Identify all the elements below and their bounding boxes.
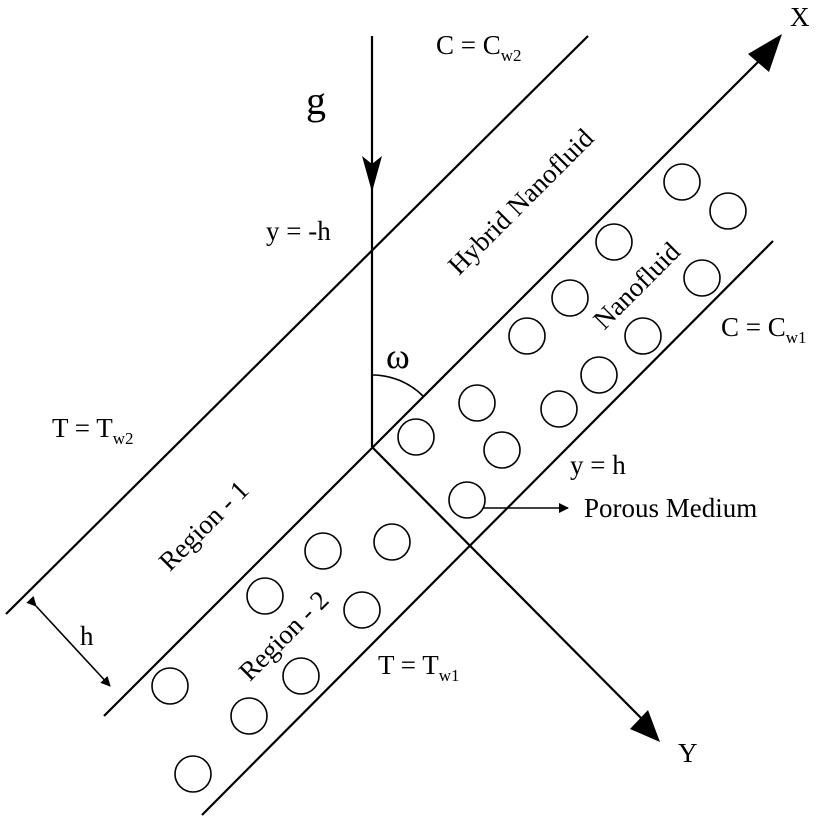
- particle: [540, 390, 578, 428]
- porous-medium-label: Porous Medium: [584, 493, 757, 523]
- top-wall: [5, 35, 589, 615]
- hybrid-nanofluid-label: Hybrid Nanofluid: [442, 123, 600, 281]
- angle-arc: [371, 374, 424, 397]
- particle: [483, 431, 521, 469]
- particle: [508, 317, 546, 355]
- h-dimension-arrow: [26, 595, 111, 687]
- gravity-label: g: [306, 78, 326, 123]
- porous-particles: [151, 163, 747, 793]
- t-top-sub: w2: [113, 429, 134, 448]
- particle: [246, 577, 284, 615]
- h-label: h: [80, 621, 94, 651]
- particle: [397, 418, 435, 456]
- particle: [151, 667, 189, 705]
- c-bottom-sub: w1: [786, 328, 807, 347]
- t-top-base: T = T: [52, 413, 113, 443]
- c-top-sub: w2: [501, 46, 522, 65]
- c-top-label: C = Cw2: [436, 30, 522, 65]
- y-axis-label: Y: [678, 738, 698, 768]
- particle: [580, 356, 618, 394]
- x-axis-label: X: [790, 2, 810, 32]
- particle: [663, 163, 701, 201]
- particle: [448, 481, 486, 519]
- particle: [174, 755, 212, 793]
- region1-label: Region - 1: [153, 475, 255, 577]
- y-top-label: y = -h: [266, 216, 331, 246]
- particle: [458, 384, 496, 422]
- bottom-wall: [201, 240, 774, 816]
- gravity-arrowhead: [362, 156, 382, 192]
- c-top-base: C = C: [436, 30, 501, 60]
- t-bottom-label: T = Tw1: [378, 650, 460, 685]
- x-axis: [103, 59, 761, 717]
- t-bottom-sub: w1: [439, 666, 460, 685]
- particle: [595, 223, 633, 261]
- particle: [683, 259, 721, 297]
- particle: [343, 591, 381, 629]
- particle: [709, 192, 747, 230]
- t-bottom-base: T = T: [378, 650, 439, 680]
- particle: [551, 279, 589, 317]
- y-axis: [371, 446, 646, 723]
- x-axis-arrowhead: [748, 34, 782, 72]
- angle-label: ω: [386, 336, 410, 376]
- c-bottom-base: C = C: [721, 312, 786, 342]
- particle: [624, 317, 662, 355]
- t-top-label: T = Tw2: [52, 413, 134, 448]
- y-axis-arrowhead: [630, 710, 660, 742]
- particle: [304, 532, 342, 570]
- particle: [230, 697, 268, 735]
- y-bottom-label: y = h: [570, 450, 626, 480]
- particle: [282, 657, 320, 695]
- c-bottom-label: C = Cw1: [721, 312, 807, 347]
- particle: [373, 523, 411, 561]
